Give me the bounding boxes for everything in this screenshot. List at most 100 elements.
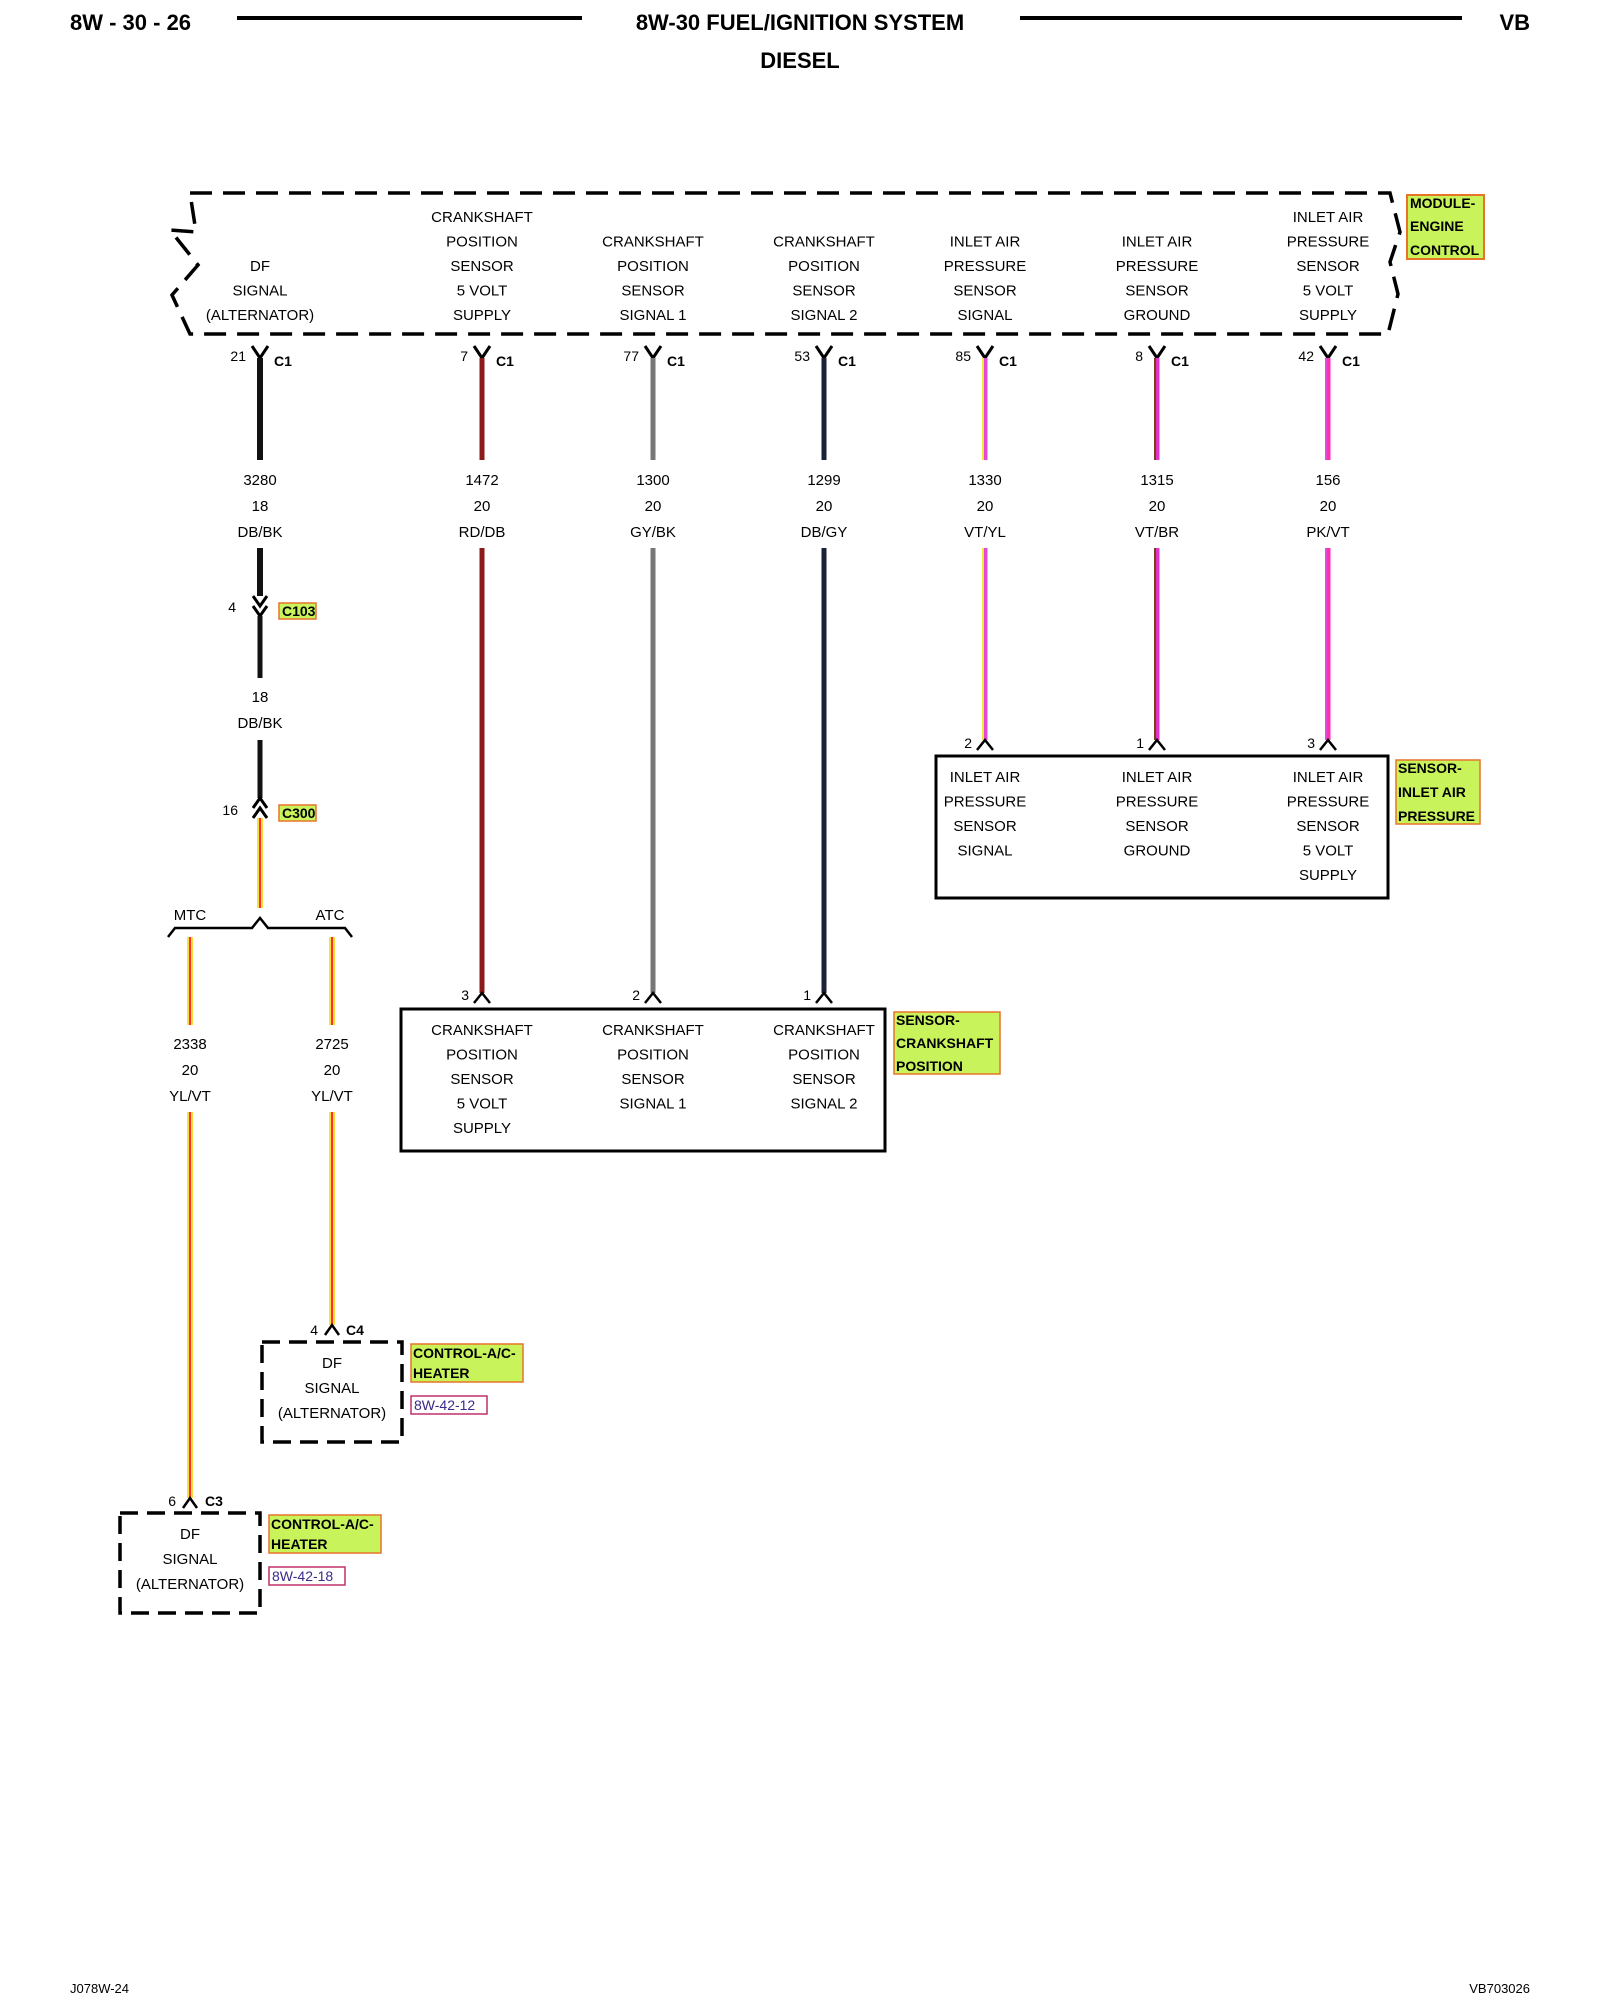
atc-wire-color-code: YL/VT	[311, 1088, 353, 1105]
c103-wire-color-code: DB/BK	[237, 715, 282, 732]
connector-c1-symbol	[1147, 345, 1167, 361]
ecm-pin-label-line: INLET AIR	[950, 234, 1021, 251]
svg-text:SIGNAL: SIGNAL	[304, 1380, 359, 1397]
svg-text:ENGINE: ENGINE	[1410, 218, 1464, 234]
sensor-pin-label-line: POSITION	[788, 1047, 860, 1064]
sensor-connector-symbol	[1148, 737, 1166, 751]
wire-color-code: GY/BK	[630, 524, 676, 541]
ref-link-8w-42-18[interactable]	[268, 1566, 346, 1586]
svg-text:C103: C103	[282, 603, 316, 619]
svg-text:CONTROL: CONTROL	[1410, 242, 1480, 258]
wire-circuit-number: 156	[1315, 472, 1340, 489]
sensor-pin-label-line: SENSOR	[1125, 818, 1189, 835]
sensor-pin-label-line: INLET AIR	[950, 769, 1021, 786]
sensor-pin-number: 1	[803, 987, 811, 1003]
ecm-pin-label-line: SENSOR	[621, 283, 685, 300]
sensor-pin-label-line: POSITION	[446, 1047, 518, 1064]
ecm-pin-number: 85	[955, 348, 971, 364]
sensor-pin-label-line: CRANKSHAFT	[773, 1022, 875, 1039]
sensor-connector-symbol	[473, 990, 491, 1004]
sensor-pin-label-line: SENSOR	[621, 1071, 685, 1088]
footer-right-code: VB703026	[1469, 1981, 1530, 1996]
svg-text:6: 6	[168, 1493, 176, 1509]
sensor-pin-number: 2	[964, 735, 972, 751]
wire-circuit-number: 1330	[968, 472, 1001, 489]
ecm-pin-label-line: PRESSURE	[1116, 258, 1199, 275]
hvac-module-c4: 4 C4 DF SIGNAL (ALTERNATOR) CONTROL-A/C-…	[260, 1322, 524, 1444]
svg-text:C300: C300	[282, 805, 316, 821]
connector-c1-symbol	[472, 345, 492, 361]
sensor-pin-label-line: PRESSURE	[944, 794, 1027, 811]
svg-text:PRESSURE: PRESSURE	[1398, 808, 1475, 824]
ecm-pin-label-line: SENSOR	[953, 283, 1017, 300]
svg-text:MODULE-: MODULE-	[1410, 195, 1476, 211]
svg-text:SENSOR-: SENSOR-	[1398, 760, 1462, 776]
ecm-module-outline	[166, 191, 1402, 336]
sensor-connector-symbol	[815, 990, 833, 1004]
svg-text:DF: DF	[180, 1526, 200, 1543]
wire-color-code: RD/DB	[459, 524, 506, 541]
sensor-pin-number: 2	[632, 987, 640, 1003]
connector-c300: 16 C300	[222, 795, 317, 822]
sensor-pin-label-line: SUPPLY	[453, 1120, 511, 1137]
sensor-pin-label-line: POSITION	[617, 1047, 689, 1064]
svg-text:HEATER: HEATER	[413, 1365, 470, 1381]
sensor-crankshaft-position: SENSOR- CRANKSHAFT POSITION	[399, 1007, 1001, 1153]
sensor-pin-label-line: 5 VOLT	[457, 1096, 508, 1113]
wire-gauge: 20	[977, 498, 994, 515]
ecm-connector-name: C1	[667, 353, 685, 369]
svg-text:HEATER: HEATER	[271, 1536, 328, 1552]
ecm-pin-label-line: PRESSURE	[1287, 234, 1370, 251]
sensor-pin-number: 3	[461, 987, 469, 1003]
ecm-pin-number: 21	[230, 348, 246, 364]
svg-text:CRANKSHAFT: CRANKSHAFT	[896, 1035, 994, 1051]
sensor-connector-symbol	[1319, 737, 1337, 751]
svg-text:MTC: MTC	[174, 907, 207, 924]
page-number: 8W - 30 - 26	[70, 10, 191, 35]
ref-link-8w-42-12-text[interactable]: 8W-42-12	[414, 1397, 475, 1413]
ref-link-8w-42-12[interactable]	[410, 1395, 488, 1415]
sensor-pin-number: 3	[1307, 735, 1315, 751]
ecm-pin-label-line: 5 VOLT	[457, 283, 508, 300]
ecm-pin-label-line: INLET AIR	[1122, 234, 1193, 251]
svg-text:4: 4	[228, 599, 236, 615]
ecm-pin-label-line: CRANKSHAFT	[602, 234, 704, 251]
splice-mtc-atc: MTC ATC	[167, 907, 353, 938]
mtc-circuit-number: 2338	[173, 1036, 206, 1053]
svg-text:(ALTERNATOR): (ALTERNATOR)	[278, 1405, 386, 1422]
wire-gauge: 20	[1320, 498, 1337, 515]
svg-text:16: 16	[222, 802, 238, 818]
page-title: 8W-30 FUEL/IGNITION SYSTEM	[636, 10, 964, 35]
ecm-connector-name: C1	[274, 353, 292, 369]
sensor-pin-label-line: SENSOR	[450, 1071, 514, 1088]
sensor-pin-label-line: PRESSURE	[1116, 794, 1199, 811]
footer-left-code: J078W-24	[70, 1981, 129, 1996]
svg-text:INLET AIR: INLET AIR	[1398, 784, 1466, 800]
sensor-pin-label-line: CRANKSHAFT	[431, 1022, 533, 1039]
sensor-pin-label-line: SENSOR	[1296, 818, 1360, 835]
ecm-pin-label-line: SENSOR	[1296, 258, 1360, 275]
svg-text:SENSOR-: SENSOR-	[896, 1012, 960, 1028]
ecm-pin-label-line: SENSOR	[450, 258, 514, 275]
wire-circuit-number: 1315	[1140, 472, 1173, 489]
svg-text:(ALTERNATOR): (ALTERNATOR)	[136, 1576, 244, 1593]
sensor-pin-label-line: SENSOR	[953, 818, 1017, 835]
ecm-pin-number: 77	[623, 348, 639, 364]
ecm-module-tag: MODULE- ENGINE CONTROL	[1406, 194, 1485, 260]
sensor-pin-label-line: GROUND	[1124, 843, 1191, 860]
ecm-connector-name: C1	[999, 353, 1017, 369]
ecm-pin-label-line: SUPPLY	[453, 307, 511, 324]
wire-color-code: PK/VT	[1306, 524, 1349, 541]
wire-color-code: DB/GY	[801, 524, 848, 541]
ecm-pin-label-line: SENSOR	[1125, 283, 1189, 300]
sensor-pin-label-line: INLET AIR	[1122, 769, 1193, 786]
ecm-pin-label-line: SIGNAL 1	[620, 307, 687, 324]
ecm-pin-label-line: 5 VOLT	[1303, 283, 1354, 300]
atc-wire-gauge: 20	[324, 1062, 341, 1079]
ref-link-8w-42-18-text[interactable]: 8W-42-18	[272, 1568, 333, 1584]
wire-color-code: DB/BK	[237, 524, 282, 541]
ecm-pin-number: 8	[1135, 348, 1143, 364]
ecm-pin-label-line: DF	[250, 258, 270, 275]
